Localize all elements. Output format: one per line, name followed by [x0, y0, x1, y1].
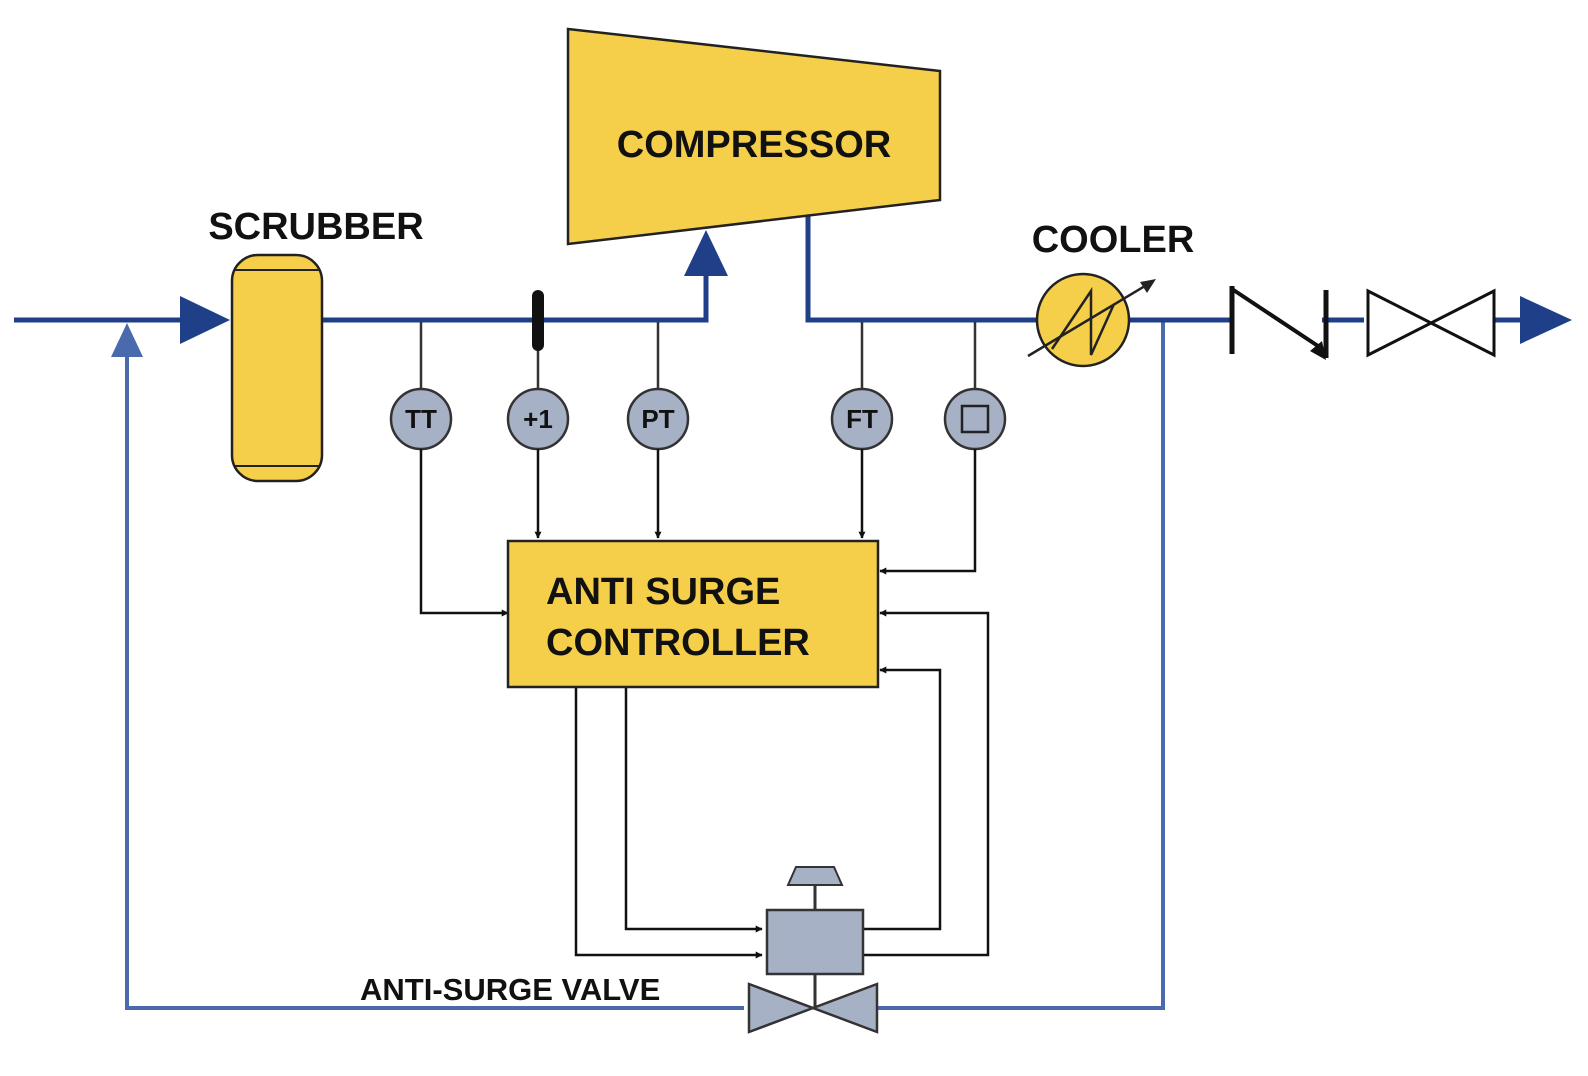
heat-exchanger-icon [1035, 272, 1131, 368]
recycle-line [111, 320, 1165, 1010]
compressor-trapezoid-icon [566, 27, 942, 246]
instrument-ft-label: FT [846, 404, 878, 434]
instrument-plus1-label: +1 [523, 404, 553, 434]
scrubber-label: SCRUBBER [208, 206, 423, 248]
instrument-tt-label: TT [405, 404, 437, 434]
vertical-vessel-icon [230, 253, 324, 483]
anti-surge-valve: ANTI-SURGE VALVE [360, 866, 879, 1034]
instrument-pt-label: PT [641, 404, 674, 434]
check-valve-icon [1229, 286, 1329, 360]
scrubber: SCRUBBER [208, 206, 424, 483]
check-valve [1229, 286, 1329, 360]
flow-element-icon [532, 290, 544, 351]
control-valve-icon [747, 866, 879, 1034]
anti-surge-valve-label: ANTI-SURGE VALVE [360, 972, 660, 1007]
outlet-arrow-icon [1520, 296, 1572, 344]
inlet-arrow-icon [180, 296, 230, 344]
anti-surge-controller: ANTI SURGE CONTROLLER [506, 539, 880, 689]
controller-label-line1: ANTI SURGE [546, 571, 780, 613]
gate-valve-icon [1366, 288, 1496, 358]
instrument-ft: FT [830, 387, 894, 451]
cooler: COOLER [1027, 219, 1195, 368]
compressor: COMPRESSOR [566, 27, 942, 246]
instrument-pt: PT [626, 387, 690, 451]
instrument-square [943, 387, 1007, 451]
block-valve [1366, 288, 1496, 358]
controller-label-line2: CONTROLLER [546, 622, 810, 664]
cooler-label: COOLER [1032, 219, 1195, 261]
compressor-label: COMPRESSOR [617, 124, 891, 166]
process-line [14, 216, 1572, 344]
suction-arrow-icon [684, 230, 728, 276]
signal-lines [419, 449, 990, 959]
square-instrument-icon [960, 404, 990, 434]
instrument-taps [419, 290, 977, 390]
instrument-tt: TT [389, 387, 453, 451]
recycle-arrow-icon [111, 323, 143, 357]
instrument-plus1: +1 [506, 387, 570, 451]
